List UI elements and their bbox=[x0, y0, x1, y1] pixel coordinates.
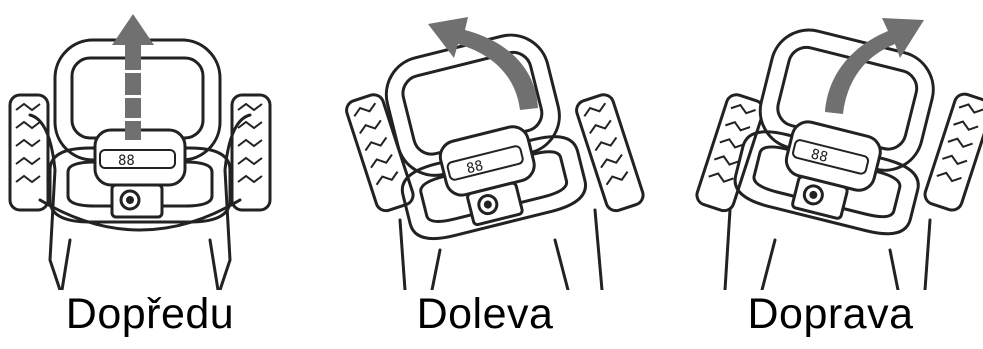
panel-right: 88 Doprava bbox=[690, 0, 983, 349]
left-track-icon bbox=[10, 95, 48, 210]
scooter-left-illustration: 88 bbox=[340, 0, 650, 290]
panel-forward: 88 Dopředu bbox=[0, 0, 300, 349]
right-track-icon bbox=[232, 95, 270, 210]
panel-label-left: Doleva bbox=[330, 288, 640, 340]
scooter-right-illustration: 88 bbox=[690, 0, 983, 290]
right-track-icon bbox=[922, 92, 983, 213]
panel-label-forward: Dopředu bbox=[0, 288, 300, 340]
left-track-icon bbox=[694, 92, 766, 213]
display-digits: 88 bbox=[118, 153, 135, 169]
right-track-icon bbox=[574, 92, 646, 213]
panel-label-right: Doprava bbox=[684, 288, 977, 340]
scooter-forward-illustration: 88 bbox=[0, 0, 300, 290]
panel-left: 88 Doleva bbox=[340, 0, 650, 349]
